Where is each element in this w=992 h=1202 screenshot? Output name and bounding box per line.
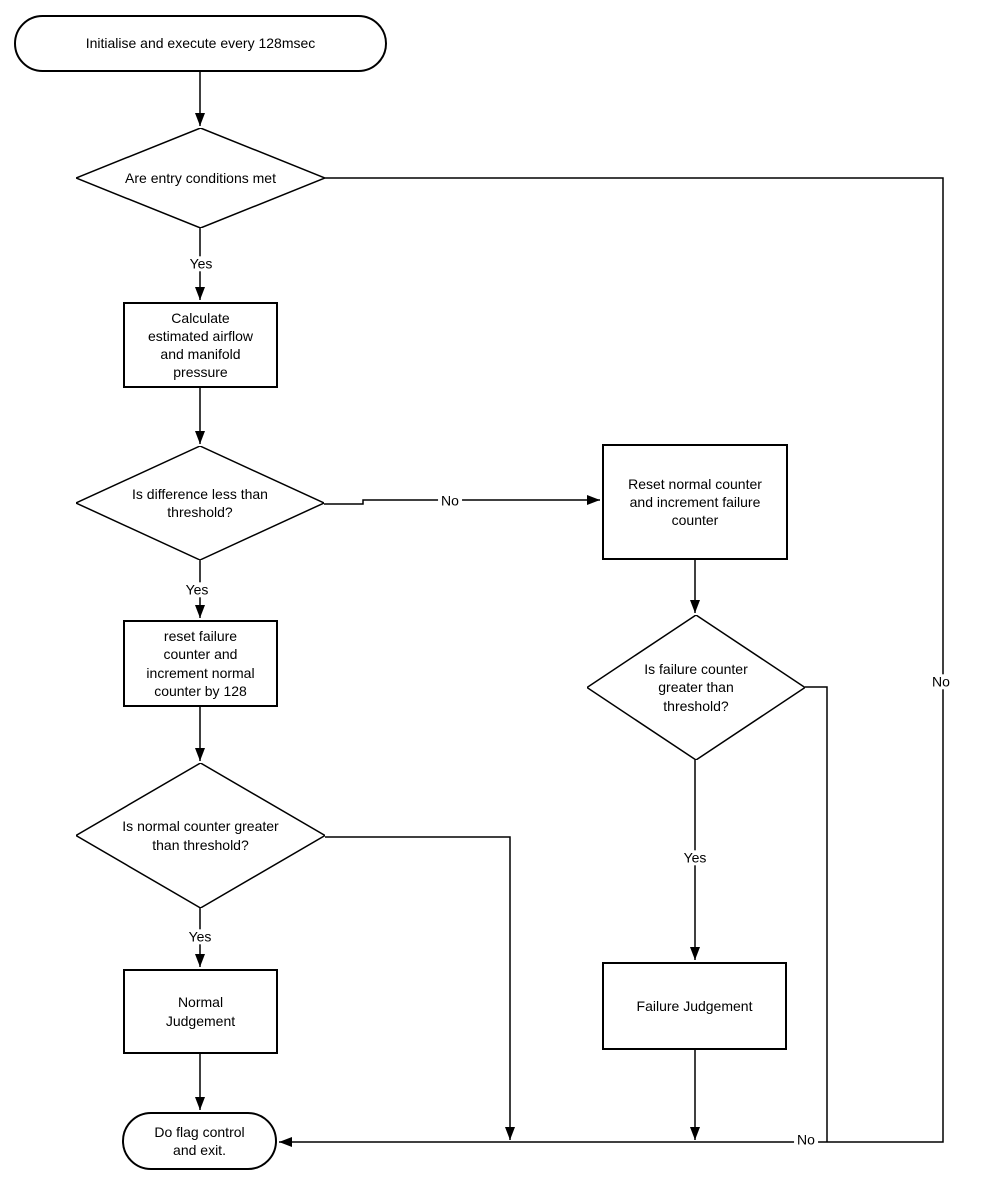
edge-label-difference-no: No <box>438 492 462 509</box>
node-entry-check: Are entry conditions met <box>76 128 325 228</box>
node-end-label: Do flag control and exit. <box>154 1123 245 1158</box>
edge-label-failure-yes: Yes <box>680 849 710 866</box>
node-calculate: Calculate estimated airflow and manifold… <box>123 302 278 388</box>
node-difference-check-label: Is difference less than threshold? <box>132 485 268 520</box>
node-normal-judgement-label: Normal Judgement <box>165 994 236 1029</box>
node-normal-check-label: Is normal counter greater than threshold… <box>122 818 279 853</box>
node-reset-failure: reset failure counter and increment norm… <box>123 620 278 707</box>
edge-label-entry-yes: Yes <box>186 255 216 272</box>
node-failure-check: Is failure counter greater than threshol… <box>587 615 805 760</box>
node-reset-normal: Reset normal counter and increment failu… <box>602 444 788 560</box>
edge-entry-no <box>279 177 944 1147</box>
node-start: Initialise and execute every 128msec <box>14 15 387 72</box>
node-end: Do flag control and exit. <box>122 1112 277 1170</box>
diamond-outline <box>76 763 325 908</box>
edge-label-normal-yes: Yes <box>185 928 215 945</box>
node-failure-judgement: Failure Judgement <box>602 962 787 1050</box>
edge-label-difference-yes: Yes <box>182 581 212 598</box>
node-normal-judgement: Normal Judgement <box>123 969 278 1054</box>
node-normal-check: Is normal counter greater than threshold… <box>76 763 325 908</box>
edge-label-entry-no: No <box>929 673 953 690</box>
node-reset-failure-label: reset failure counter and increment norm… <box>146 628 255 699</box>
node-start-label: Initialise and execute every 128msec <box>85 35 316 52</box>
diamond-outline <box>587 615 805 760</box>
node-reset-normal-label: Reset normal counter and increment failu… <box>628 475 762 529</box>
node-failure-check-label: Is failure counter greater than threshol… <box>644 661 748 714</box>
node-entry-check-label: Are entry conditions met <box>125 169 276 186</box>
edge-failure-no <box>805 686 828 1142</box>
edge-label-failure-no: No <box>794 1131 818 1148</box>
edge-normal-no <box>325 836 515 1140</box>
diamond-outline <box>76 128 325 228</box>
node-calculate-label: Calculate estimated airflow and manifold… <box>147 309 254 381</box>
diamond-outline <box>76 446 324 560</box>
node-difference-check: Is difference less than threshold? <box>76 446 324 560</box>
node-failure-judgement-label: Failure Judgement <box>636 997 753 1014</box>
edge-difference-no <box>324 495 600 505</box>
